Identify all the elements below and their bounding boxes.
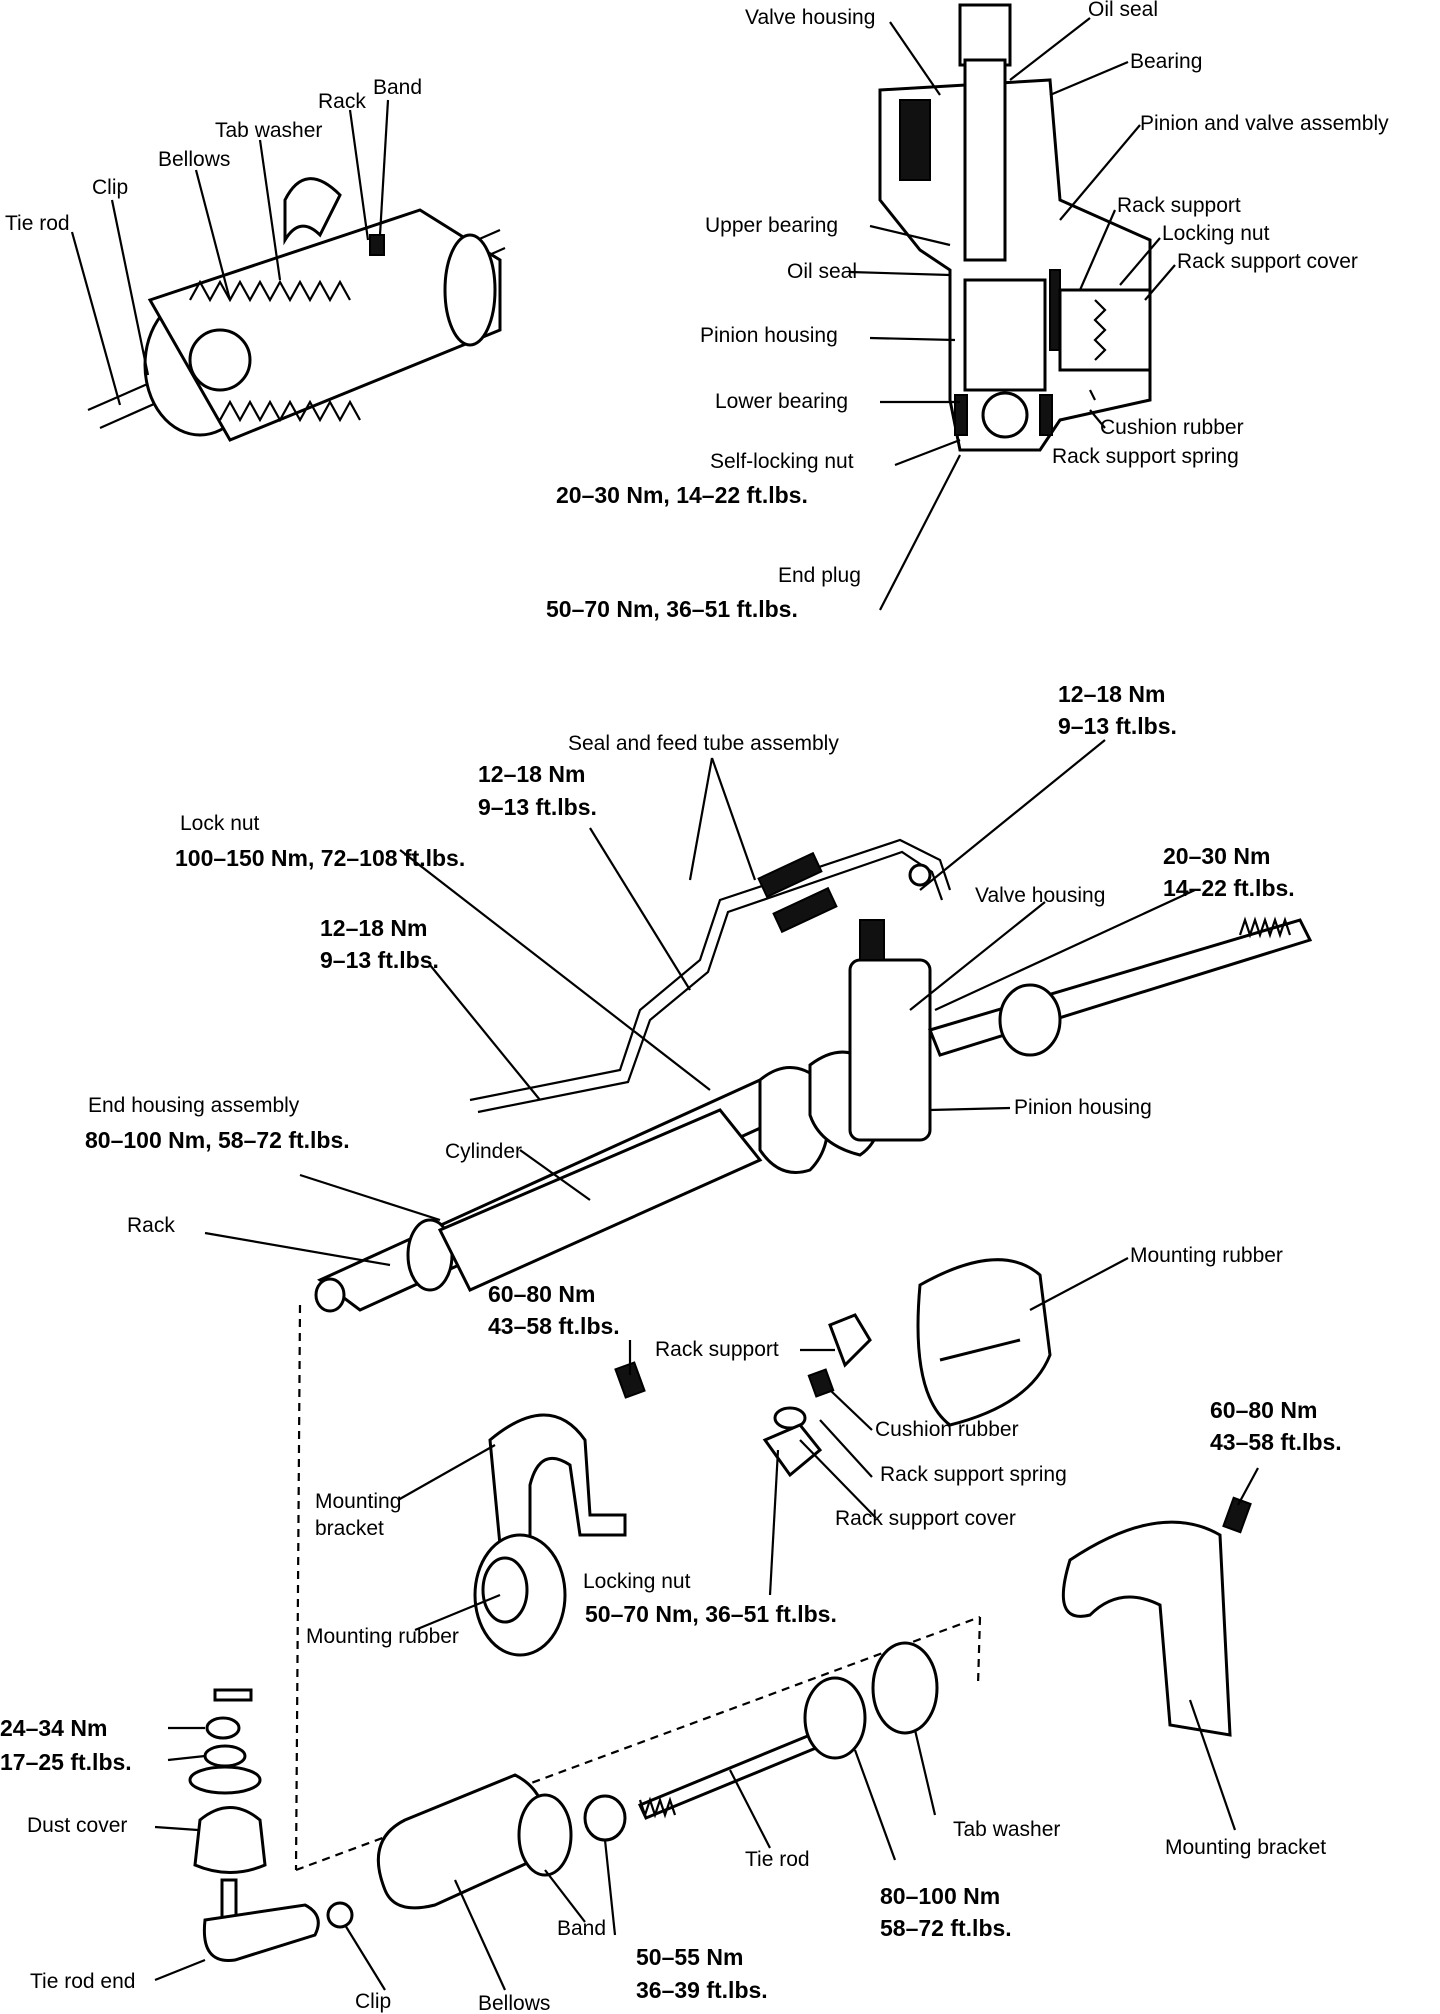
label-bearing: Bearing (1130, 50, 1202, 73)
label-pinion-housing-section: Pinion housing (700, 324, 838, 347)
label-rack-top: Rack (318, 90, 366, 113)
label-torque-bracket-right-nm: 60–80 Nm (1210, 1397, 1317, 1423)
pinion-section-leader-lines (849, 17, 1176, 611)
label-end-plug: End plug (778, 564, 861, 587)
label-torque-bracket-nm: 60–80 Nm (488, 1281, 595, 1307)
label-torque-tierod-ftlbs: 58–72 ft.lbs. (880, 1915, 1012, 1941)
label-lock-nut-torque: 100–150 Nm, 72–108 ft.lbs. (175, 845, 465, 871)
label-mounting-rubber-left: Mounting rubber (306, 1625, 459, 1648)
label-rack-support-section: Rack support (1117, 194, 1241, 217)
label-pinion-housing-assembly: Pinion housing (1014, 1096, 1152, 1119)
label-cylinder: Cylinder (445, 1140, 522, 1163)
label-rack-support-assembly: Rack support (655, 1338, 779, 1361)
label-torque-valve-ftlbs: 14–22 ft.lbs. (1163, 875, 1295, 901)
label-torque-tube-left-ftlbs: 9–13 ft.lbs. (320, 947, 439, 973)
label-self-locking-nut: Self-locking nut (710, 450, 854, 473)
rack-end-detail-illustration (87, 177, 506, 442)
label-tie-rod-end: Tie rod end (30, 1970, 135, 1993)
label-torque-tierod-nm: 80–100 Nm (880, 1883, 1000, 1909)
label-oil-seal: Oil seal (787, 260, 857, 283)
label-tab-washer-top: Tab washer (215, 119, 322, 142)
label-tie-rod-bottom: Tie rod (745, 1848, 810, 1871)
label-locking-nut-torque: 50–70 Nm, 36–51 ft.lbs. (585, 1601, 837, 1627)
label-tie-rod-top: Tie rod (5, 212, 70, 235)
pinion-housing-section-illustration (878, 3, 1152, 452)
tie-rod-parts-illustration (188, 1641, 939, 1962)
label-valve-housing-top: Valve housing (745, 6, 875, 29)
label-upper-bearing: Upper bearing (705, 214, 838, 237)
label-end-housing-torque: 80–100 Nm, 58–72 ft.lbs. (85, 1127, 350, 1153)
label-valve-housing-assembly: Valve housing (975, 884, 1105, 907)
label-torque-band-ftlbs: 36–39 ft.lbs. (636, 1977, 768, 2003)
label-seal-feed-tube: Seal and feed tube assembly (568, 732, 839, 755)
label-oil-seal-top: Oil seal (1088, 0, 1158, 21)
label-torque-valve-nm: 20–30 Nm (1163, 843, 1270, 869)
label-end-plug-torque: 50–70 Nm, 36–51 ft.lbs. (546, 596, 798, 622)
rack-assembly-illustration (314, 838, 1313, 1313)
mounting-parts-illustration (294, 1258, 1252, 1872)
label-torque-bracket-right-ftlbs: 43–58 ft.lbs. (1210, 1429, 1342, 1455)
tie-rod-leader-lines (154, 1726, 937, 1991)
rack-end-leader-lines (70, 99, 390, 406)
label-lower-bearing: Lower bearing (715, 390, 848, 413)
label-cushion-rubber-assembly: Cushion rubber (875, 1418, 1019, 1441)
label-rack-support-cover-assembly: Rack support cover (835, 1507, 1016, 1530)
label-rack-support-spring-section: Rack support spring (1052, 445, 1239, 468)
rack-assembly-leader-lines (204, 739, 1196, 1267)
label-bellows-bottom: Bellows (478, 1992, 550, 2014)
label-locking-nut-section: Locking nut (1162, 222, 1270, 245)
label-mounting-rubber-right: Mounting rubber (1130, 1244, 1283, 1267)
label-torque-tube-right-nm: 12–18 Nm (1058, 681, 1165, 707)
label-lock-nut: Lock nut (180, 812, 260, 835)
label-mounting-bracket-left-2: bracket (315, 1517, 384, 1540)
label-torque-castle-ftlbs: 17–25 ft.lbs. (0, 1749, 132, 1775)
label-torque-tube-mid-ftlbs: 9–13 ft.lbs. (478, 794, 597, 820)
label-rack-assembly: Rack (127, 1214, 175, 1237)
label-clip-bottom: Clip (355, 1990, 391, 2013)
label-dust-cover: Dust cover (27, 1814, 127, 1837)
label-band-bottom: Band (557, 1917, 606, 1940)
label-end-housing: End housing assembly (88, 1094, 300, 1117)
label-pinion-valve-assembly: Pinion and valve assembly (1140, 112, 1389, 135)
label-band-top: Band (373, 76, 422, 99)
label-clip-top: Clip (92, 176, 128, 199)
label-cushion-rubber-section: Cushion rubber (1100, 416, 1244, 439)
label-tab-washer-bottom: Tab washer (953, 1818, 1060, 1841)
label-locking-nut-assembly: Locking nut (583, 1570, 691, 1593)
label-torque-band-nm: 50–55 Nm (636, 1944, 743, 1970)
label-torque-castle-nm: 24–34 Nm (0, 1715, 107, 1741)
label-rack-support-cover-section: Rack support cover (1177, 250, 1358, 273)
label-torque-bracket-ftlbs: 43–58 ft.lbs. (488, 1313, 620, 1339)
label-mounting-bracket-left-1: Mounting (315, 1490, 401, 1513)
label-bellows-top: Bellows (158, 148, 230, 171)
label-rack-support-spring-assembly: Rack support spring (880, 1463, 1067, 1486)
label-self-locking-nut-torque: 20–30 Nm, 14–22 ft.lbs. (556, 482, 808, 508)
mounting-leader-lines (397, 1257, 1259, 1831)
label-torque-tube-left-nm: 12–18 Nm (320, 915, 427, 941)
label-torque-tube-mid-nm: 12–18 Nm (478, 761, 585, 787)
label-torque-tube-right-ftlbs: 9–13 ft.lbs. (1058, 713, 1177, 739)
label-mounting-bracket-right: Mounting bracket (1165, 1836, 1326, 1859)
